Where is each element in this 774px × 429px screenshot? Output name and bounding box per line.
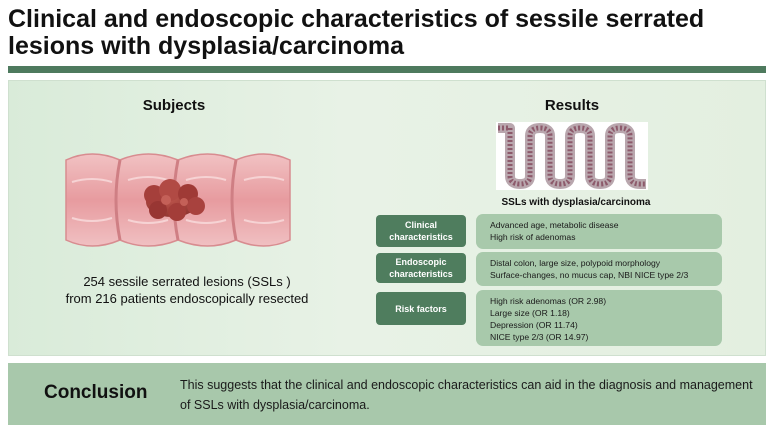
- subjects-line-1: 254 sessile serrated lesions (SSLs ): [83, 274, 291, 289]
- clinical-characteristics-label: Clinical characteristics: [376, 215, 466, 247]
- endoscopic-characteristics-label: Endoscopic characteristics: [376, 253, 466, 283]
- subjects-description: 254 sessile serrated lesions (SSLs ) fro…: [20, 273, 354, 307]
- label-line: Clinical: [404, 220, 437, 230]
- value-line: NICE type 2/3 (OR 14.97): [490, 332, 589, 342]
- page-title: Clinical and endoscopic characteristics …: [8, 5, 705, 60]
- label-line: Risk factors: [395, 303, 447, 314]
- title-divider: [8, 66, 766, 73]
- subjects-heading: Subjects: [142, 97, 206, 114]
- endoscopic-characteristics-values: Distal colon, large size, polypoid morph…: [476, 252, 722, 286]
- lesion-icon: [144, 179, 205, 221]
- risk-factors-label: Risk factors: [376, 292, 466, 325]
- results-heading: Results: [544, 97, 600, 114]
- value-line: Large size (OR 1.18): [490, 308, 570, 318]
- label-line: Endoscopic: [395, 257, 447, 267]
- ssl-subheading: SSLs with dysplasia/carcinoma: [501, 197, 651, 208]
- clinical-characteristics-values: Advanced age, metabolic disease High ris…: [476, 214, 722, 249]
- colon-segment-icon: [65, 153, 291, 247]
- conclusion-panel: [8, 363, 766, 425]
- value-line: Depression (OR 11.74): [490, 320, 578, 330]
- value-line: Surface-changes, no mucus cap, NBI NICE …: [490, 270, 689, 280]
- label-line: characteristics: [389, 232, 453, 242]
- crypt-illustration: [496, 122, 648, 190]
- value-line: High risk adenomas (OR 2.98): [490, 296, 607, 306]
- subjects-line-2: from 216 patients endoscopically resecte…: [65, 291, 309, 306]
- risk-factors-values: High risk adenomas (OR 2.98) Large size …: [476, 290, 722, 346]
- serrated-crypt-icon: [496, 122, 648, 190]
- value-line: High risk of adenomas: [490, 232, 576, 242]
- colon-illustration: [62, 140, 294, 260]
- value-line: Distal colon, large size, polypoid morph…: [490, 258, 661, 268]
- label-line: characteristics: [389, 269, 453, 279]
- conclusion-text: This suggests that the clinical and endo…: [180, 378, 753, 412]
- conclusion-label: Conclusion: [44, 382, 148, 403]
- value-line: Advanced age, metabolic disease: [490, 220, 619, 230]
